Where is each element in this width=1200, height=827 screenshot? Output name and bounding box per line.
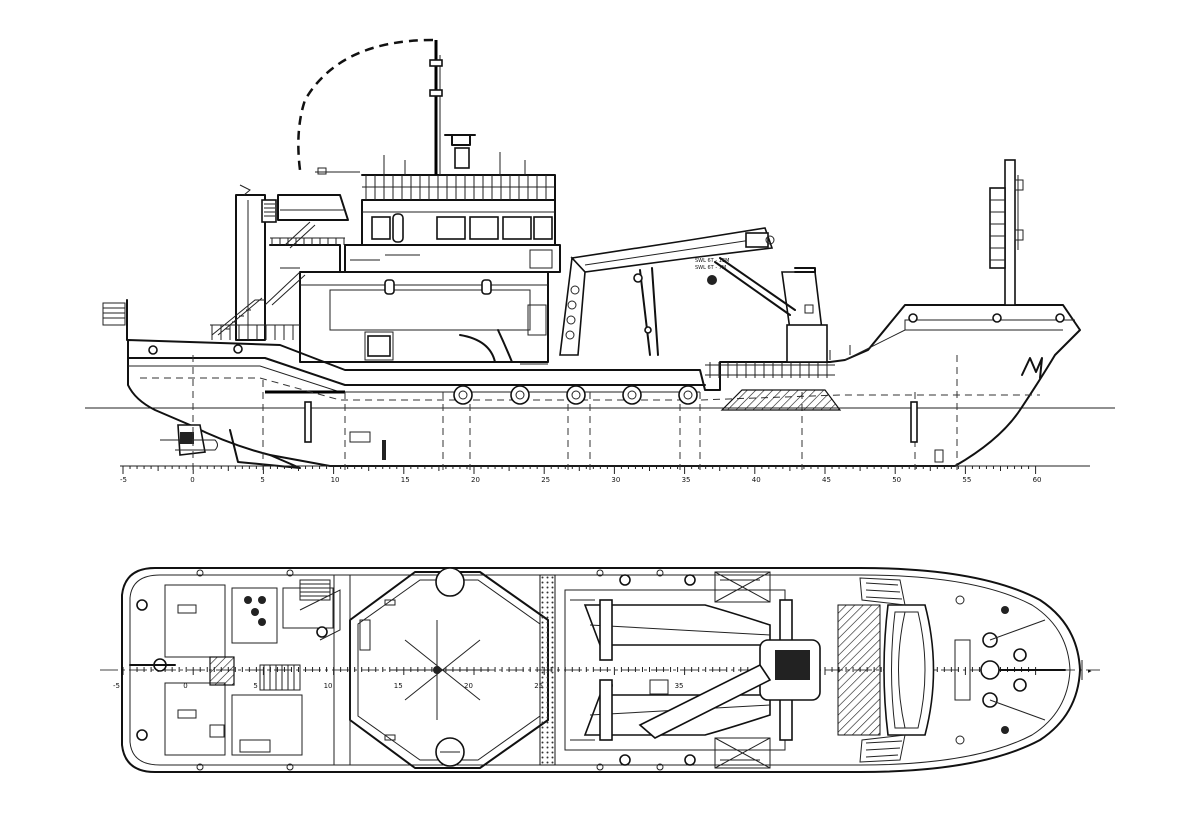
mast-swing-arc [297, 38, 434, 171]
frame-label: 30 [611, 476, 620, 484]
frame-label: 20 [471, 476, 480, 484]
frame-label: 10 [331, 476, 340, 484]
frame-label: 15 [401, 476, 410, 484]
skeg [229, 429, 301, 469]
frame-label: 35 [682, 476, 691, 484]
plan-frame-label: 35 [675, 682, 684, 690]
frame-label: 40 [752, 476, 761, 484]
frame-label: 5 [260, 476, 264, 484]
frame-scale-ticks [122, 466, 1037, 474]
working-deck [564, 571, 821, 769]
hatched-area [720, 389, 842, 411]
svg-text:▸: ▸ [1088, 667, 1092, 675]
radar-antenna [444, 134, 476, 146]
crane-note-1: SWL 6T - 13M [695, 258, 729, 264]
aft-deckhouse [235, 194, 266, 341]
anchor-windlass [954, 595, 1066, 745]
frame-label: 60 [1033, 476, 1042, 484]
aft-compartments [164, 579, 341, 756]
crane-jib-plan [638, 663, 772, 739]
crane-note-2: SWL 6T - 7M [695, 265, 726, 271]
bulwark-portholes [148, 313, 1065, 355]
plan-frame-label: 10 [324, 682, 333, 690]
side-fenders [453, 385, 698, 405]
plan-frame-label: 20 [464, 682, 473, 690]
aft-bollards [129, 599, 176, 741]
profile-elevation-view: -5 0 5 10 15 20 25 30 35 40 45 50 55 60 [85, 38, 1115, 484]
frame-label: 25 [541, 476, 550, 484]
main-deck-line [127, 357, 706, 386]
frame-label: 55 [962, 476, 971, 484]
fore-mast [989, 159, 1024, 306]
plan-frame-label: 15 [394, 682, 403, 690]
crane-boom-knuckle [559, 256, 586, 356]
plan-hull-outline [121, 567, 1081, 773]
crane-boom [570, 227, 774, 273]
crane-ram [714, 261, 791, 316]
helideck-light-fwd [435, 567, 465, 597]
hull-profile [127, 304, 1081, 467]
frame-label: 45 [822, 476, 831, 484]
frame-scale-labels: -5 0 5 10 15 20 25 30 35 40 45 50 55 60 [120, 476, 1042, 484]
railings [210, 237, 835, 376]
plan-frame-label: 5 [253, 682, 257, 690]
plan-frame-label: 25 [534, 682, 543, 690]
side-bollards [196, 569, 664, 771]
aft-stair [211, 299, 265, 336]
wheelhouse-windows [371, 213, 553, 243]
frame-label: 0 [190, 476, 194, 484]
frame-label: -5 [120, 476, 127, 484]
helideck-safety-net [539, 574, 556, 766]
plan-frame-label: -5 [113, 682, 120, 690]
stern-flag [102, 299, 128, 341]
crane-pedestal [781, 271, 823, 331]
bow-marks [1021, 357, 1043, 379]
deck-grating [837, 604, 881, 736]
plan-frame-label: 0 [183, 682, 187, 690]
frame-label: 50 [892, 476, 901, 484]
deck-crane: SWL 6T - 13M SWL 6T - 7M [559, 227, 828, 363]
rescue-boat [883, 604, 935, 736]
forecastle-stairs [859, 577, 906, 763]
